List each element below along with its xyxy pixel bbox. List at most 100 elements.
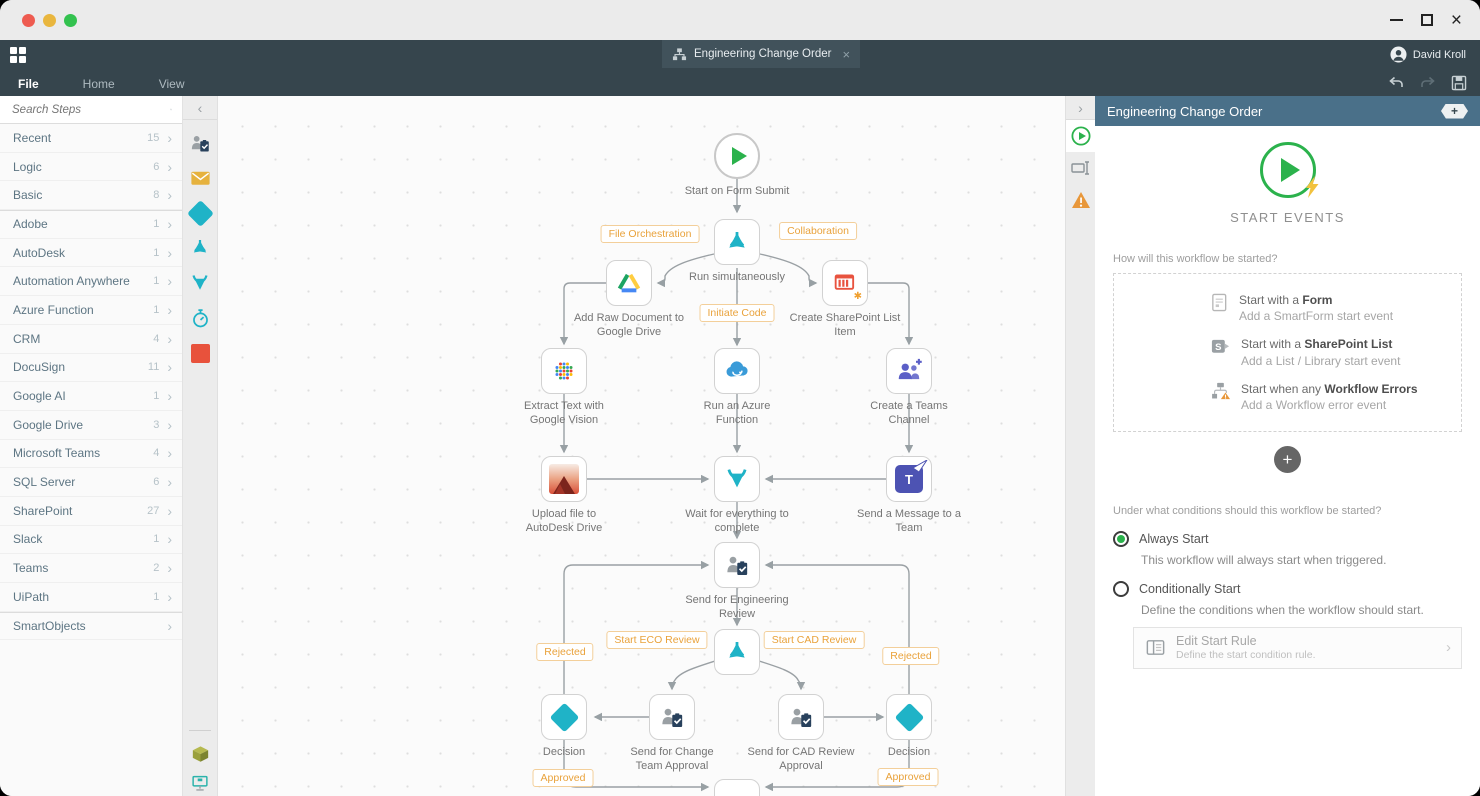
sidebar-item-automation-anywhere[interactable]: Automation Anywhere1› <box>0 267 182 296</box>
sidebar-item-google-ai[interactable]: Google AI1› <box>0 382 182 411</box>
azure-cloud-icon[interactable] <box>714 348 760 394</box>
sidebar-item-crm[interactable]: CRM4› <box>0 325 182 354</box>
route-tag-rejected-left[interactable]: Rejected <box>536 643 593 661</box>
undo-icon[interactable] <box>1386 74 1406 92</box>
add-start-event-button[interactable]: + <box>1274 446 1301 473</box>
expand-panel-icon[interactable]: › <box>1066 96 1095 120</box>
radio-conditionally-start[interactable]: Conditionally Start <box>1113 581 1462 597</box>
user-menu[interactable]: David Kroll <box>1390 46 1466 63</box>
smartobject-cube-icon[interactable] <box>188 742 212 766</box>
mac-minimize-icon[interactable] <box>43 14 56 27</box>
sidebar-item-azure-function[interactable]: Azure Function1› <box>0 296 182 325</box>
wait-converge-icon[interactable] <box>714 779 760 796</box>
search-icon[interactable] <box>170 102 172 117</box>
collapse-sidebar-icon[interactable]: ‹ <box>183 96 217 120</box>
step-send-message-to-team[interactable]: T Send a Message to a Team <box>839 456 979 536</box>
google-vision-icon[interactable] <box>541 348 587 394</box>
teams-channel-icon[interactable] <box>886 348 932 394</box>
route-tag-start-eco-review[interactable]: Start ECO Review <box>606 631 707 649</box>
email-step-icon[interactable] <box>188 166 212 190</box>
save-icon[interactable] <box>1450 74 1468 92</box>
sharepoint-list-icon[interactable]: ✱ <box>822 260 868 306</box>
step-extract-text-google-vision[interactable]: Extract Text with Google Vision <box>494 348 634 428</box>
parallel-split-icon[interactable] <box>714 219 760 265</box>
step-decision-right[interactable]: Decision <box>839 694 979 759</box>
step-create-teams-channel[interactable]: Create a Teams Channel <box>839 348 979 428</box>
sidebar-item-microsoft-teams[interactable]: Microsoft Teams4› <box>0 440 182 469</box>
tab-warnings[interactable] <box>1066 184 1096 216</box>
teams-message-icon[interactable]: T <box>886 456 932 502</box>
option-start-with-form[interactable]: Start with a Form Add a SmartForm start … <box>1114 286 1461 330</box>
sidebar-item-sharepoint[interactable]: SharePoint27› <box>0 497 182 526</box>
step-wait-for-everything[interactable]: Wait for everything to complete <box>667 456 807 536</box>
radio-selected-icon[interactable] <box>1113 531 1129 547</box>
google-drive-icon[interactable] <box>606 260 652 306</box>
step-send-for-change-team-approval[interactable]: Send for Change Team Approval <box>602 694 742 774</box>
menu-file[interactable]: File <box>18 77 39 91</box>
sidebar-item-logic[interactable]: Logic6› <box>0 153 182 182</box>
task-review-icon[interactable] <box>649 694 695 740</box>
decision-icon[interactable] <box>886 694 932 740</box>
decision-icon[interactable] <box>541 694 587 740</box>
parallel-step-icon[interactable] <box>188 236 212 260</box>
app-launcher-icon[interactable] <box>10 47 26 63</box>
route-tag-start-cad-review[interactable]: Start CAD Review <box>764 631 865 649</box>
step-create-sharepoint-list-item[interactable]: ✱ Create SharePoint List Item <box>775 260 915 340</box>
sidebar-item-basic[interactable]: Basic8› <box>0 181 182 210</box>
menu-view[interactable]: View <box>159 77 185 91</box>
wait-converge-icon[interactable] <box>714 456 760 502</box>
route-tag-initiate-code[interactable]: Initiate Code <box>700 304 775 322</box>
step-bottom-merge[interactable] <box>667 779 807 796</box>
timer-step-icon[interactable] <box>188 306 212 330</box>
sidebar-item-autodesk[interactable]: AutoDesk1› <box>0 239 182 268</box>
maximize-icon[interactable] <box>1421 14 1433 26</box>
minimize-icon[interactable] <box>1390 19 1403 21</box>
edit-start-rule-button[interactable]: Edit Start Rule Define the start conditi… <box>1133 627 1462 669</box>
decision-step-icon[interactable] <box>188 201 212 225</box>
task-review-icon[interactable] <box>714 542 760 588</box>
option-start-with-sharepoint-list[interactable]: S Start with a SharePoint List Add a Lis… <box>1114 330 1461 374</box>
mac-zoom-icon[interactable] <box>64 14 77 27</box>
add-start-event-toggle[interactable]: + <box>1441 104 1468 119</box>
step-add-raw-document-google-drive[interactable]: Add Raw Document to Google Drive <box>559 260 699 340</box>
close-icon[interactable]: × <box>1451 11 1462 30</box>
autodesk-drive-icon[interactable] <box>541 456 587 502</box>
radio-unselected-icon[interactable] <box>1113 581 1129 597</box>
step-start-on-form-submit[interactable]: Start on Form Submit <box>667 133 807 198</box>
route-tag-approved-right[interactable]: Approved <box>878 768 939 786</box>
sidebar-item-sql-server[interactable]: SQL Server6› <box>0 468 182 497</box>
route-tag-approved-left[interactable]: Approved <box>533 769 594 787</box>
workflow-tab[interactable]: Engineering Change Order × <box>662 40 860 68</box>
wait-step-icon[interactable] <box>188 271 212 295</box>
sidebar-item-adobe[interactable]: Adobe1› <box>0 210 182 239</box>
task-review-icon[interactable] <box>778 694 824 740</box>
sidebar-item-google-drive[interactable]: Google Drive3› <box>0 411 182 440</box>
sidebar-item-teams[interactable]: Teams2› <box>0 554 182 583</box>
tab-rename[interactable] <box>1066 152 1096 184</box>
workflow-canvas[interactable]: Start on Form Submit Run simultaneously … <box>218 96 1065 796</box>
sidebar-item-docusign[interactable]: DocuSign11› <box>0 354 182 383</box>
stop-step-icon[interactable] <box>188 341 212 365</box>
task-step-icon[interactable] <box>188 131 212 155</box>
route-tag-file-orchestration[interactable]: File Orchestration <box>601 225 700 243</box>
menu-home[interactable]: Home <box>83 77 115 91</box>
sidebar-item-recent[interactable]: Recent15› <box>0 124 182 153</box>
workflow-monitor-icon[interactable] <box>188 772 212 796</box>
parallel-split-icon[interactable] <box>714 629 760 675</box>
sidebar-item-smartobjects[interactable]: SmartObjects› <box>0 612 182 641</box>
sidebar-item-uipath[interactable]: UiPath1› <box>0 583 182 612</box>
redo-icon[interactable] <box>1418 74 1438 92</box>
option-start-on-workflow-errors[interactable]: Start when any Workflow Errors Add a Wor… <box>1114 375 1461 419</box>
mac-close-icon[interactable] <box>22 14 35 27</box>
search-input[interactable] <box>10 103 170 117</box>
route-tag-rejected-right[interactable]: Rejected <box>882 647 939 665</box>
start-event-icon[interactable] <box>714 133 760 179</box>
tab-close-icon[interactable]: × <box>842 47 850 62</box>
radio-always-start[interactable]: Always Start <box>1113 531 1462 547</box>
tab-start-events[interactable] <box>1066 120 1096 152</box>
step-run-azure-function[interactable]: Run an Azure Function <box>667 348 807 428</box>
sidebar-item-slack[interactable]: Slack1› <box>0 526 182 555</box>
step-send-for-engineering-review[interactable]: Send for Engineering Review <box>667 542 807 622</box>
route-tag-collaboration[interactable]: Collaboration <box>779 222 857 240</box>
step-upload-file-autodesk-drive[interactable]: Upload file to AutoDesk Drive <box>494 456 634 536</box>
